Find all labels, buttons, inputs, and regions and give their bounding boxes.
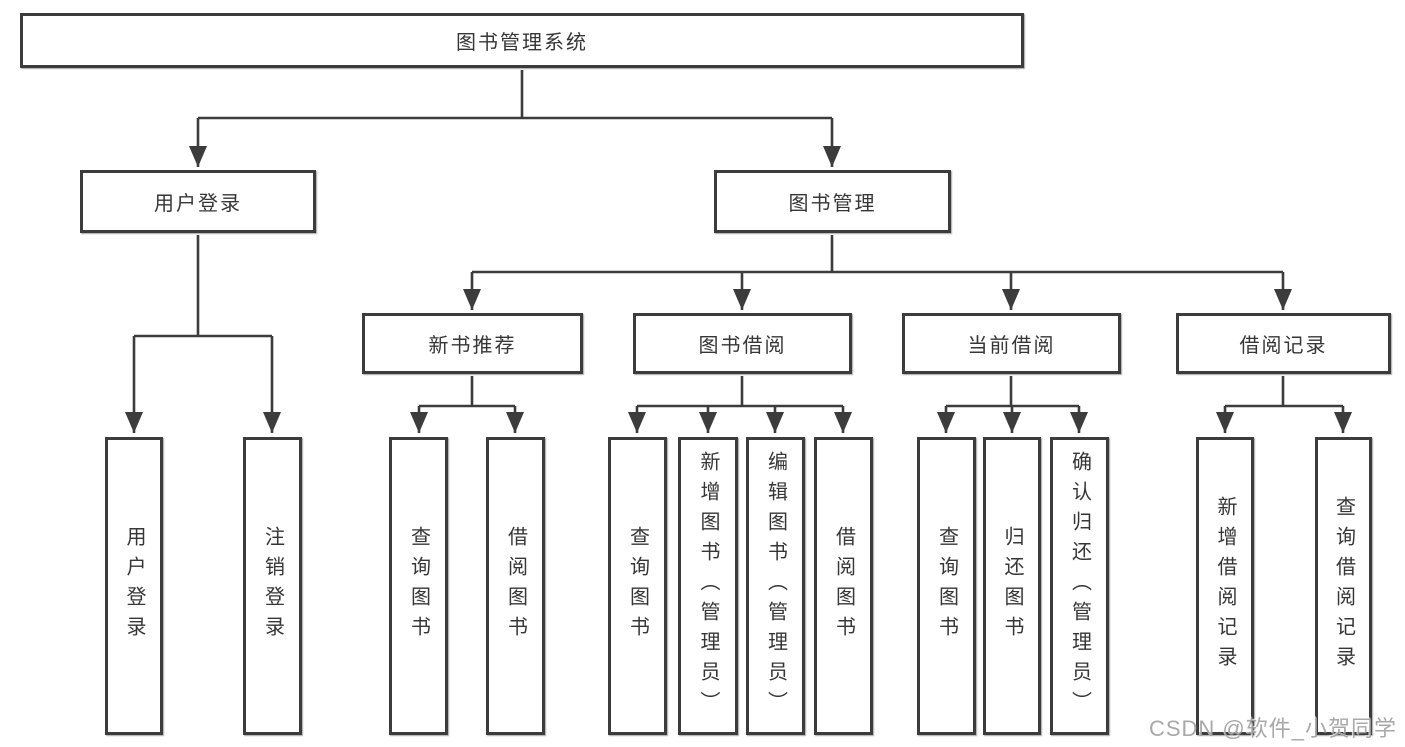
leaf-borrow-query-book: 查询图书 <box>608 437 667 735</box>
leaf-current-confirm-return-admin: 确认归还（管理员） <box>1050 437 1109 735</box>
node-book-borrow: 图书借阅 <box>633 313 852 374</box>
leaf-current-query-book: 查询图书 <box>917 437 976 735</box>
leaf-current-return-book: 归还图书 <box>983 437 1041 735</box>
leaf-recommend-borrow-book: 借阅图书 <box>486 437 545 735</box>
leaf-borrow-edit-book-admin: 编辑图书（管理员） <box>746 437 805 735</box>
node-book-management: 图书管理 <box>714 170 951 233</box>
leaf-borrow-add-book-admin: 新增图书（管理员） <box>678 437 738 735</box>
node-borrow-records: 借阅记录 <box>1176 313 1391 374</box>
leaf-borrow-borrow-book: 借阅图书 <box>814 437 873 735</box>
leaf-logout: 注销登录 <box>243 437 302 735</box>
node-new-book-recommend: 新书推荐 <box>362 313 583 374</box>
leaf-recommend-query-book: 查询图书 <box>389 437 448 735</box>
leaf-user-login: 用户登录 <box>105 437 163 735</box>
node-root: 图书管理系统 <box>20 13 1024 68</box>
leaf-records-query-record: 查询借阅记录 <box>1315 437 1372 735</box>
leaf-records-add-record: 新增借阅记录 <box>1196 437 1254 735</box>
watermark-text: CSDN @软件_小贺同学 <box>1148 716 1397 741</box>
node-current-borrow: 当前借阅 <box>902 313 1121 374</box>
node-user-login: 用户登录 <box>80 170 316 233</box>
